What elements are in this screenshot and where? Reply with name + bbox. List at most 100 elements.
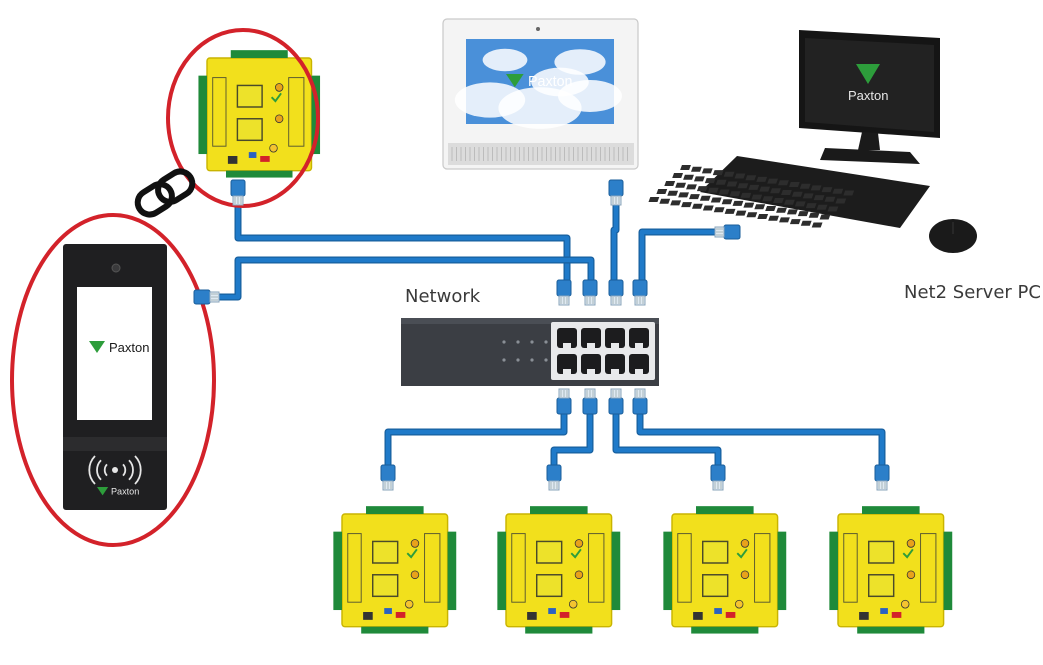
keyboard-key[interactable] xyxy=(843,190,855,196)
keyboard[interactable] xyxy=(700,156,930,228)
keyboard-key[interactable] xyxy=(756,176,768,182)
keyboard-key[interactable] xyxy=(786,209,798,215)
keyboard-key[interactable] xyxy=(723,171,735,177)
keyboard-key[interactable] xyxy=(696,186,708,192)
keyboard-key[interactable] xyxy=(773,198,784,203)
keyboard-key[interactable] xyxy=(707,187,719,193)
keyboard-key[interactable] xyxy=(794,201,806,207)
keyboard-key[interactable] xyxy=(681,202,692,208)
keyboard-key[interactable] xyxy=(779,217,790,223)
keyboard-key[interactable] xyxy=(759,186,771,192)
keyboard-key[interactable] xyxy=(699,195,711,201)
cable-acu-1 xyxy=(384,410,568,468)
keyboard-key[interactable] xyxy=(819,214,831,220)
keyboard-key[interactable] xyxy=(835,198,847,204)
keyboard-key[interactable] xyxy=(797,211,809,217)
keyboard-key[interactable] xyxy=(781,190,792,195)
keyboard-key[interactable] xyxy=(767,178,778,184)
switch-port[interactable] xyxy=(629,354,649,374)
keyboard-key[interactable] xyxy=(724,208,736,214)
switch-port[interactable] xyxy=(557,354,577,374)
keyboard-key[interactable] xyxy=(824,196,836,202)
switch-port[interactable] xyxy=(629,328,649,348)
keyboard-key[interactable] xyxy=(729,191,741,197)
keyboard-key[interactable] xyxy=(813,195,825,201)
keyboard-key[interactable] xyxy=(735,210,747,216)
keyboard-key[interactable] xyxy=(675,182,687,188)
switch-top-edge xyxy=(401,318,659,324)
mouse[interactable] xyxy=(929,219,977,253)
keyboard-key[interactable] xyxy=(659,198,671,204)
keyboard-key[interactable] xyxy=(789,219,801,225)
keyboard-key[interactable] xyxy=(746,212,758,218)
keyboard-key[interactable] xyxy=(670,200,682,206)
keyboard-key[interactable] xyxy=(664,181,676,186)
switch-port[interactable] xyxy=(605,354,625,374)
keyboard-key[interactable] xyxy=(770,188,781,194)
pc-monitor-base xyxy=(820,148,920,164)
keyboard-key[interactable] xyxy=(802,193,814,199)
keyboard-key[interactable] xyxy=(751,194,763,200)
keyboard-key[interactable] xyxy=(732,200,744,206)
keyboard-key[interactable] xyxy=(683,174,694,180)
keyboard-key[interactable] xyxy=(762,196,774,202)
switch-port[interactable] xyxy=(581,354,601,374)
keyboard-key[interactable] xyxy=(712,170,724,176)
keyboard-key[interactable] xyxy=(810,185,822,191)
keyboard-key[interactable] xyxy=(748,184,760,190)
keyboard-key[interactable] xyxy=(788,182,800,187)
keyboard-key[interactable] xyxy=(778,180,789,186)
keyboard-key[interactable] xyxy=(701,168,713,174)
keyboard-key[interactable] xyxy=(667,190,679,196)
keyboard-key[interactable] xyxy=(800,220,812,226)
keyboard-key[interactable] xyxy=(740,192,752,198)
keyboard-key[interactable] xyxy=(791,191,803,197)
keyboard-key[interactable] xyxy=(721,199,733,205)
keyboard-key[interactable] xyxy=(678,192,689,198)
keyboard-key[interactable] xyxy=(734,173,746,179)
keyboard-key[interactable] xyxy=(757,214,769,219)
keyboard-key[interactable] xyxy=(754,204,766,210)
keyboard-key[interactable] xyxy=(710,197,722,203)
keyboard-key[interactable] xyxy=(832,188,844,194)
switch-port[interactable] xyxy=(581,328,601,348)
keyboard-key[interactable] xyxy=(765,206,777,211)
keyboard-key[interactable] xyxy=(656,189,668,194)
keyboard-key[interactable] xyxy=(816,204,828,210)
keyboard-key[interactable] xyxy=(693,176,705,182)
keyboard-key[interactable] xyxy=(648,197,660,202)
switch-port[interactable] xyxy=(605,328,625,348)
keyboard-key[interactable] xyxy=(811,222,823,228)
keyboard-key[interactable] xyxy=(821,187,833,193)
switch-port[interactable] xyxy=(557,328,577,348)
cable-acu-2 xyxy=(550,410,594,468)
keyboard-key[interactable] xyxy=(776,207,787,213)
keyboard-key[interactable] xyxy=(768,215,779,221)
paxton-wordmark: Paxton xyxy=(109,340,149,355)
keyboard-key[interactable] xyxy=(745,175,757,181)
keyboard-key[interactable] xyxy=(702,205,714,211)
rj45-connector-icon xyxy=(582,388,598,415)
keyboard-key[interactable] xyxy=(692,203,703,209)
keyboard-key[interactable] xyxy=(737,183,749,189)
keyboard-key[interactable] xyxy=(715,179,727,185)
keyboard-key[interactable] xyxy=(680,165,691,170)
switch-led xyxy=(530,340,534,344)
keyboard-key[interactable] xyxy=(783,199,795,205)
keyboard-key[interactable] xyxy=(704,178,716,184)
keyboard-key[interactable] xyxy=(713,207,725,213)
keyboard-key[interactable] xyxy=(799,183,811,189)
keyboard-key[interactable] xyxy=(691,166,702,172)
keyboard-key[interactable] xyxy=(808,212,820,218)
keyboard-key[interactable] xyxy=(689,194,700,200)
switch-port-notch xyxy=(611,343,619,348)
keyboard-key[interactable] xyxy=(827,206,839,212)
keyboard-key[interactable] xyxy=(726,181,738,187)
keyboard-key[interactable] xyxy=(686,184,697,190)
keyboard-key[interactable] xyxy=(805,203,817,209)
keyboard-key[interactable] xyxy=(718,189,730,195)
keyboard-key[interactable] xyxy=(743,202,755,208)
keyboard-key[interactable] xyxy=(672,173,684,178)
acu-2 xyxy=(496,505,622,635)
paxton-wordmark: Paxton xyxy=(848,88,888,103)
